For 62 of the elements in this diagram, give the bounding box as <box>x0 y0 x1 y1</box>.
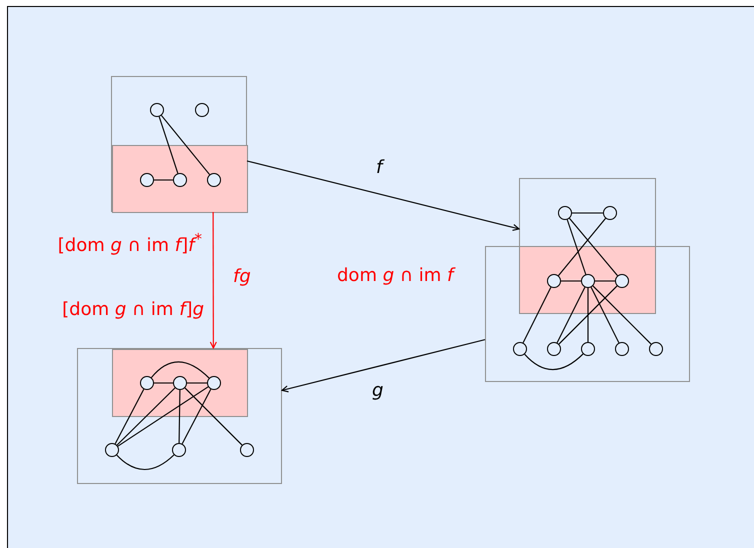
graph-edge <box>184 388 242 446</box>
highlighted-region <box>519 246 656 314</box>
graph-edge <box>116 388 176 446</box>
math-label: dom g ∩ im f <box>337 265 454 287</box>
graph-vertex <box>603 206 617 220</box>
edge-label: fg <box>233 266 251 288</box>
graph-edge <box>524 354 584 370</box>
graph-edge <box>154 382 173 384</box>
graph-edge <box>182 388 212 444</box>
math-label: [dom g ∩ im f]g <box>62 299 204 321</box>
graph-vertex <box>195 103 209 117</box>
graph-edge <box>178 390 180 443</box>
graph-edge <box>161 115 210 175</box>
edge-label: f <box>376 157 382 179</box>
graph-frame <box>111 76 247 212</box>
graph-vertex <box>105 443 119 457</box>
graph-vertex <box>240 443 254 457</box>
graph-edge <box>114 388 144 444</box>
arrow <box>246 160 520 231</box>
graph-edge <box>558 286 618 344</box>
graph-edge <box>587 288 589 342</box>
graph-vertex <box>173 173 187 187</box>
graph-vertex <box>140 376 154 390</box>
graph-edge <box>556 287 586 343</box>
graph-vertex <box>558 206 572 220</box>
graph-edge <box>154 179 173 181</box>
graph-vertex <box>615 274 629 288</box>
graph-edge <box>566 219 586 275</box>
graph-vertex <box>547 274 561 288</box>
highlighted-region <box>112 145 248 213</box>
graph-vertex <box>140 173 154 187</box>
graph-vertex <box>207 173 221 187</box>
graph-edge <box>561 280 581 282</box>
graph-edge <box>569 218 618 276</box>
graph-edge <box>158 116 178 174</box>
graph-vertex <box>581 342 595 356</box>
graph-edge <box>572 212 603 214</box>
graph-vertex <box>615 342 629 356</box>
graph-edge <box>595 280 615 282</box>
graph-vertex <box>649 342 663 356</box>
arrow <box>281 339 486 392</box>
edge-label: g <box>372 380 384 402</box>
graph-edge <box>151 361 210 378</box>
graph-frame <box>485 246 690 382</box>
graph-vertex <box>581 274 595 288</box>
graph-edge <box>118 386 208 447</box>
graph-edge <box>116 454 174 470</box>
graph-vertex <box>172 443 186 457</box>
graph-edge <box>558 218 606 276</box>
graph-edge <box>590 287 620 343</box>
graph-edge <box>522 287 552 343</box>
math-label: [dom g ∩ im f]f$^{*}$ <box>58 230 202 257</box>
graph-frame <box>77 348 282 484</box>
highlighted-region <box>112 349 248 417</box>
graph-edge <box>592 286 652 344</box>
graph-vertex <box>173 376 187 390</box>
graph-edge <box>187 382 207 384</box>
graph-vertex <box>513 342 527 356</box>
graph-vertex <box>150 103 164 117</box>
arrow <box>210 212 217 349</box>
graph-vertex <box>207 376 221 390</box>
graph-vertex <box>547 342 561 356</box>
